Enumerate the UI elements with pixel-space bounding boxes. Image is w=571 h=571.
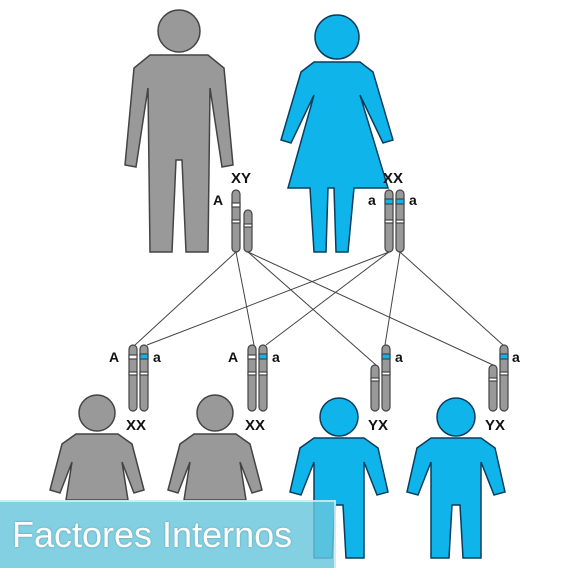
- child4-chromosomes: [488, 344, 509, 412]
- father-centromere: [231, 219, 241, 224]
- child4-chromosome-x: [499, 344, 509, 412]
- child4-allele-right-label: a: [512, 349, 520, 365]
- inheritance-lines: [134, 251, 504, 366]
- child3-allele-right-label: a: [395, 349, 403, 365]
- child2-chromosome-b: [258, 344, 268, 412]
- child3-head-icon: [319, 397, 359, 437]
- child2-chromosomes: [247, 344, 268, 412]
- child1-allele-right-label: a: [153, 349, 161, 365]
- mother-body-icon: [280, 61, 394, 253]
- mother-figure: [280, 14, 394, 253]
- child1-chromosomes: [128, 344, 149, 412]
- child1-chromosome-b: [139, 344, 149, 412]
- line-father-child1: [134, 251, 237, 346]
- father-sex-label: XY: [231, 170, 251, 187]
- child4-x-allele-band: [499, 353, 509, 360]
- father-y-centromere: [243, 223, 253, 228]
- father-head-icon: [157, 9, 201, 53]
- child2-a-centromere: [247, 371, 257, 376]
- mother-x1-allele-band: [384, 198, 394, 205]
- child3-x-allele-band: [381, 353, 391, 360]
- father-allele-label: A: [213, 192, 223, 208]
- child3-sex-label: YX: [368, 417, 388, 434]
- child2-allele-right-label: a: [272, 349, 280, 365]
- child1-a-allele-band: [128, 354, 138, 360]
- title-banner: Factores Internos: [0, 500, 336, 568]
- child1-a-centromere: [128, 371, 138, 376]
- mother-x1-centromere: [384, 219, 394, 224]
- child3-y-centromere: [370, 377, 380, 382]
- mother-sex-label: XX: [383, 170, 403, 187]
- child4-head-icon: [436, 397, 476, 437]
- line-mother-child2: [265, 251, 390, 346]
- child2-figure: [167, 394, 263, 501]
- child2-chromosome-a: [247, 344, 257, 412]
- line-mother-child3: [384, 251, 401, 346]
- child1-allele-left-label: A: [109, 349, 119, 365]
- child2-allele-left-label: A: [228, 349, 238, 365]
- child1-chromosome-a: [128, 344, 138, 412]
- child1-sex-label: XX: [126, 417, 146, 434]
- child2-b-centromere: [258, 371, 268, 376]
- child3-chromosomes: [370, 344, 391, 412]
- line-father-child4: [247, 251, 494, 366]
- child4-body-icon: [406, 437, 506, 559]
- child4-x-centromere: [499, 371, 509, 376]
- child4-y-centromere: [488, 377, 498, 382]
- father-allele-band: [231, 202, 241, 208]
- child2-body-icon: [167, 433, 263, 501]
- child1-b-centromere: [139, 371, 149, 376]
- line-father-child3: [247, 251, 377, 366]
- mother-x2-centromere: [395, 219, 405, 224]
- father-body-icon: [124, 54, 234, 253]
- line-father-child2: [235, 251, 255, 346]
- father-chromosomes: [231, 189, 253, 253]
- banner-title: Factores Internos: [12, 514, 293, 555]
- father-figure: [124, 9, 234, 253]
- child1-b-allele-band: [139, 353, 149, 360]
- child4-sex-label: YX: [485, 417, 505, 434]
- child3-chromosome-y: [370, 364, 380, 412]
- child1-figure: [49, 394, 145, 501]
- child2-b-allele-band: [258, 353, 268, 360]
- child2-head-icon: [196, 394, 234, 432]
- child4-chromosome-y: [488, 364, 498, 412]
- child3-chromosome-x: [381, 344, 391, 412]
- mother-head-icon: [314, 14, 360, 60]
- mother-allele-right-label: a: [409, 192, 417, 208]
- child4-figure: [406, 397, 506, 559]
- line-mother-child1: [146, 251, 390, 346]
- child1-head-icon: [78, 394, 116, 432]
- mother-x2-allele-band: [395, 198, 405, 205]
- child2-sex-label: XX: [245, 417, 265, 434]
- mother-allele-left-label: a: [368, 192, 376, 208]
- line-mother-child4: [399, 251, 504, 346]
- mother-chromosomes: [384, 189, 405, 253]
- child2-a-allele-band: [247, 354, 257, 360]
- father-chromosome-y: [243, 209, 253, 253]
- child1-body-icon: [49, 433, 145, 501]
- child3-x-centromere: [381, 371, 391, 376]
